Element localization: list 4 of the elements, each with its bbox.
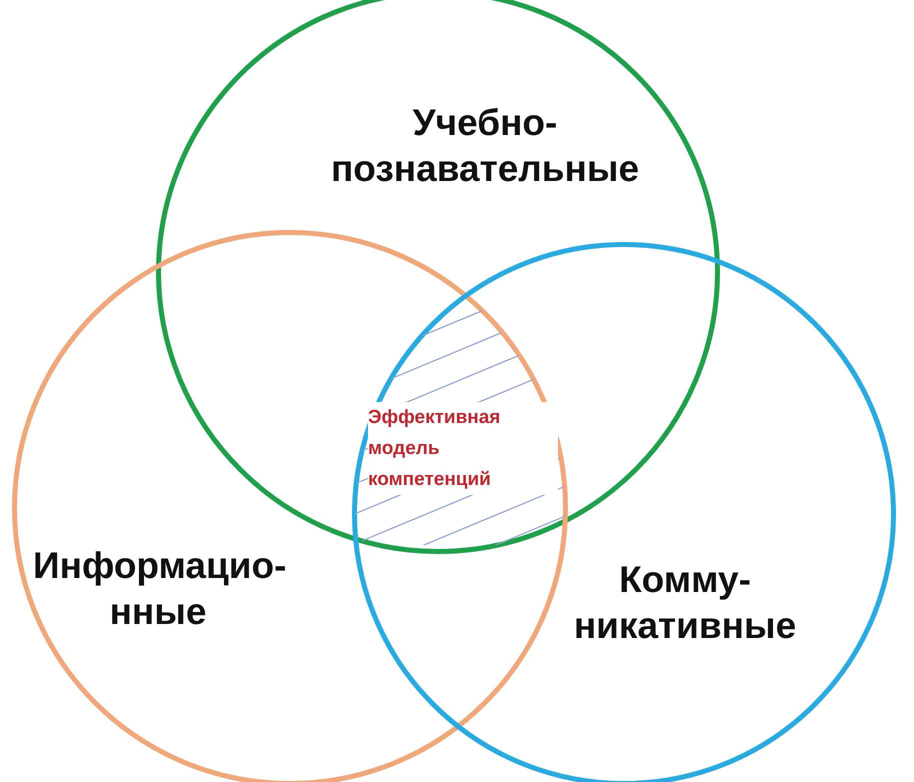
circle-label: Комму- никативные: [572, 558, 798, 648]
circle-label: Информацио- нные: [33, 544, 283, 634]
circle-label: Учебно- познавательные: [330, 101, 640, 191]
region-label: Эффективная модель компетенций: [368, 402, 558, 495]
